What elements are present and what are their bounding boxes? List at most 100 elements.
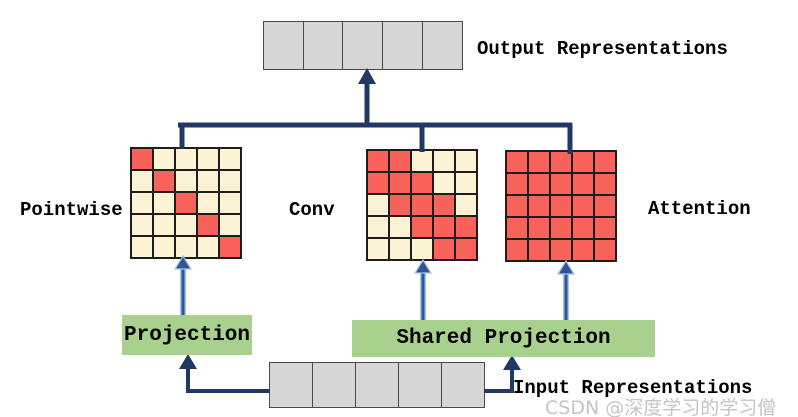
input-representation-vector — [269, 362, 485, 408]
matrix-cell-active — [528, 173, 550, 195]
matrix-cell-inactive — [131, 170, 153, 192]
matrix-cell-inactive — [219, 214, 241, 236]
vector-cell — [382, 21, 424, 70]
matrix-cell-inactive — [433, 150, 455, 172]
matrix-cell-inactive — [389, 216, 411, 238]
matrix-cell-inactive — [411, 238, 433, 260]
matrix-cell-active — [389, 150, 411, 172]
matrix-cell-inactive — [197, 192, 219, 214]
matrix-cell-active — [389, 172, 411, 194]
matrix-cell-active — [367, 172, 389, 194]
matrix-cell-inactive — [411, 150, 433, 172]
matrix-cell-inactive — [197, 236, 219, 258]
vector-cell — [397, 362, 443, 408]
matrix-cell-active — [594, 195, 616, 217]
matrix-cell-active — [550, 217, 572, 239]
matrix-cell-active — [550, 195, 572, 217]
matrix-cell-inactive — [175, 170, 197, 192]
matrix-cell-inactive — [367, 238, 389, 260]
matrix-cell-inactive — [455, 194, 477, 216]
matrix-cell-active — [528, 217, 550, 239]
arrow-to-output-head-icon — [358, 68, 376, 84]
input-representations-label: Input Representations — [513, 377, 753, 399]
matrix-cell-active — [506, 217, 528, 239]
arrow-input-to-projection — [179, 354, 270, 393]
conv-label: Conv — [289, 199, 335, 221]
attention-matrix — [505, 150, 617, 262]
matrix-cell-inactive — [131, 236, 153, 258]
output-representations-label: Output Representations — [477, 38, 728, 60]
projection-label: Projection — [123, 323, 251, 347]
matrix-cell-active — [411, 194, 433, 216]
matrix-cell-active — [411, 216, 433, 238]
vector-cell — [354, 362, 400, 408]
matrix-cell-active — [528, 151, 550, 173]
matrix-cell-active — [594, 217, 616, 239]
attention-label: Attention — [648, 198, 751, 220]
matrix-cell-active — [550, 173, 572, 195]
arrow-shared-to-attention — [556, 259, 576, 321]
output-representation-vector — [263, 21, 464, 70]
matrix-cell-inactive — [153, 192, 175, 214]
matrix-cell-active — [389, 194, 411, 216]
matrix-cell-active — [506, 195, 528, 217]
matrix-cell-active — [197, 214, 219, 236]
matrix-cell-active — [572, 173, 594, 195]
matrix-cell-inactive — [433, 172, 455, 194]
matrix-cell-active — [594, 173, 616, 195]
matrix-cell-inactive — [153, 148, 175, 170]
matrix-cell-active — [572, 239, 594, 261]
matrix-cell-active — [455, 238, 477, 260]
matrix-cell-active — [433, 194, 455, 216]
matrix-cell-inactive — [197, 170, 219, 192]
arrow-shared-to-conv — [413, 258, 433, 321]
matrix-cell-active — [572, 151, 594, 173]
matrix-cell-inactive — [367, 216, 389, 238]
shared-projection-box: Shared Projection — [352, 320, 655, 357]
matrix-cell-active — [455, 216, 477, 238]
conv-matrix — [366, 149, 478, 261]
matrix-cell-inactive — [175, 148, 197, 170]
arrow-projection-to-pointwise — [173, 254, 193, 316]
matrix-cell-active — [550, 151, 572, 173]
matrix-cell-active — [367, 150, 389, 172]
matrix-cell-active — [572, 217, 594, 239]
vector-cell — [269, 362, 314, 408]
matrix-cell-inactive — [389, 238, 411, 260]
pointwise-label: Pointwise — [20, 199, 123, 221]
projection-box: Projection — [122, 315, 252, 355]
matrix-cell-inactive — [367, 194, 389, 216]
matrix-cell-inactive — [219, 170, 241, 192]
matrix-cell-active — [528, 195, 550, 217]
vector-cell — [421, 21, 464, 70]
matrix-cell-inactive — [131, 192, 153, 214]
matrix-cell-active — [131, 148, 153, 170]
pointwise-matrix — [130, 147, 242, 259]
vector-cell — [302, 21, 344, 70]
matrix-cell-inactive — [219, 148, 241, 170]
matrix-cell-inactive — [153, 214, 175, 236]
matrix-cell-inactive — [455, 150, 477, 172]
matrix-cell-inactive — [219, 192, 241, 214]
matrix-cell-active — [433, 238, 455, 260]
shared-projection-label: Shared Projection — [396, 327, 611, 350]
vector-cell — [440, 362, 485, 408]
matrix-cell-active — [550, 239, 572, 261]
matrix-cell-active — [219, 236, 241, 258]
matrix-cell-active — [433, 216, 455, 238]
matrix-cell-active — [594, 239, 616, 261]
matrix-cell-active — [506, 239, 528, 261]
matrix-cell-active — [572, 195, 594, 217]
vector-cell — [342, 21, 384, 70]
matrix-cell-inactive — [153, 236, 175, 258]
matrix-cell-active — [506, 173, 528, 195]
matrix-cell-active — [594, 151, 616, 173]
matrix-cell-active — [528, 239, 550, 261]
matrix-cell-active — [153, 170, 175, 192]
vector-cell — [263, 21, 305, 70]
matrix-cell-inactive — [175, 214, 197, 236]
matrix-cell-inactive — [455, 172, 477, 194]
matrix-cell-inactive — [197, 148, 219, 170]
matrix-cell-inactive — [175, 236, 197, 258]
